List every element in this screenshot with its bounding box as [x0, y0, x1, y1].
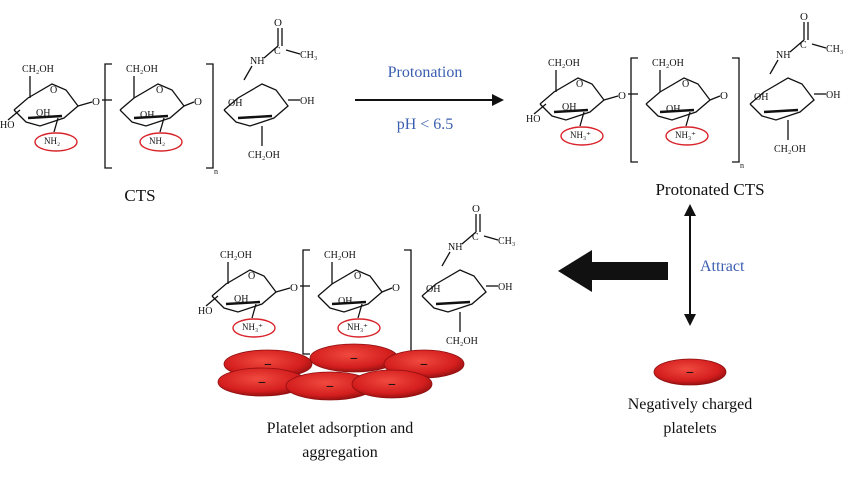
attract-label: Attract	[700, 258, 745, 275]
adsorbed-cts-o-ring-1: O	[248, 271, 255, 282]
aggregation-arrow-shaft	[588, 262, 668, 280]
adsorbed-cts-o-link-1: O	[290, 282, 298, 294]
platelet-2-charge: −	[350, 352, 358, 367]
protonated-cts-label: Protonated CTS	[655, 180, 765, 199]
adsorbed-cts-ch3: CH₃	[498, 236, 515, 247]
protonated-cts-oh-1: OH	[562, 102, 576, 113]
adsorbed-cts-o-link-2: O	[392, 282, 400, 294]
protonated-cts-ch3: CH₃	[826, 44, 843, 55]
cts-oh-1: OH	[36, 108, 50, 119]
protonated-cts-amine-2: NH₃⁺	[675, 130, 696, 140]
protonation-label: Protonation	[387, 64, 463, 81]
cts-bracket-right	[206, 63, 214, 169]
cts-oh-4: OH	[300, 96, 314, 107]
protonated-cts-oh-2: OH	[666, 104, 680, 115]
protonated-cts-ho: HO	[526, 114, 540, 125]
protonated-cts-o-ring-1: O	[576, 79, 583, 90]
adsorbed-cts-amine-highlight-2	[337, 318, 381, 338]
cts-repeat-n: n	[214, 167, 218, 176]
cts-carbonyl-o: O	[274, 17, 282, 29]
cts-bracket-left	[104, 63, 112, 169]
ph-label: pH < 6.5	[396, 116, 454, 133]
cts-ch2oh-2: CH₂OH	[126, 64, 158, 75]
adsorbed-cts-nh: NH	[448, 242, 462, 253]
cts-amine-highlight-2	[139, 132, 183, 152]
adsorbed-cts-bracket-right	[404, 249, 412, 355]
negatively-charged-label-line1: Negatively charged	[627, 396, 753, 413]
adsorbed-cts-ch2oh-3: CH₂OH	[446, 336, 478, 347]
aggregation-arrow-head	[558, 250, 592, 292]
cts-carbonyl-c: C	[274, 46, 281, 57]
protonated-cts-ch2oh-1: CH₂OH	[548, 58, 580, 69]
protonated-cts-ch2oh-2: CH₂OH	[652, 58, 684, 69]
cts-amine-highlight-1	[34, 132, 78, 152]
platelet-1-charge: −	[264, 358, 272, 373]
cts-o-ring-2: O	[156, 85, 163, 96]
cts-o-link-2: O	[194, 96, 202, 108]
cts-amine-2: NH₂	[149, 136, 165, 146]
adsorbed-cts-o-ring-2: O	[354, 271, 361, 282]
adsorbed-cts-structure: CH₂OHOHOOHNH₃⁺OCH₂OHOOHNH₃⁺OnNHOCCH₃OHOH…	[198, 203, 515, 362]
cts-nh: NH	[250, 56, 264, 67]
platelet-4-charge: −	[258, 376, 266, 391]
protonated-cts-carbonyl-c: C	[800, 40, 807, 51]
protonated-cts-carbonyl-o: O	[800, 11, 808, 23]
cts-ch2oh-3: CH₂OH	[248, 150, 280, 161]
attract-arrow-head-down	[684, 314, 696, 326]
platelet-3-charge: −	[420, 358, 428, 373]
platelet-6-charge: −	[388, 378, 396, 393]
free-platelet	[653, 358, 727, 386]
protonated-cts-o-ring-2: O	[682, 79, 689, 90]
platelet-5-charge: −	[326, 380, 334, 395]
protonated-cts-amine-1: NH₃⁺	[570, 130, 591, 140]
protonation-arrow-head	[492, 94, 504, 106]
aggregation-label-line1: Platelet adsorption and	[266, 420, 414, 437]
adsorbed-cts-amine-1: NH₃⁺	[242, 322, 263, 332]
cts-oh-3: OH	[228, 98, 242, 109]
protonated-cts-amine-highlight-2	[665, 126, 709, 146]
cts-o-ring-1: O	[50, 85, 57, 96]
adsorbed-cts-oh-2: OH	[338, 296, 352, 307]
adsorbed-cts-amine-highlight-1	[232, 318, 276, 338]
adsorbed-cts-oh-4: OH	[498, 282, 512, 293]
protonated-cts-repeat-n: n	[740, 161, 744, 170]
adsorbed-cts-ch2oh-1: CH₂OH	[220, 250, 252, 261]
protonated-cts-o-link-2: O	[720, 90, 728, 102]
free-platelet-charge: −	[686, 366, 694, 381]
protonated-cts-nh: NH	[776, 50, 790, 61]
protonated-cts-structure: CH₂OH O HO OH NH₃⁺ O CH₂OH O OH NH₃⁺ On NH O C CH₃ OH OH…	[526, 11, 843, 170]
protonated-cts-bracket-right	[732, 57, 740, 163]
cts-ch2oh-1: CH₂OH	[22, 64, 54, 75]
adsorbed-cts-carbonyl-c: C	[472, 232, 479, 243]
cts-ch3: CH₃	[300, 50, 317, 61]
cts-amine-1: NH₂	[44, 136, 60, 146]
adsorbed-cts-ch2oh-2: CH₂OH	[324, 250, 356, 261]
protonated-cts-amine-highlight-1	[560, 126, 604, 146]
protonated-cts-bracket-left	[630, 57, 638, 163]
cts-label: CTS	[124, 186, 156, 205]
protonated-cts-o-link-1: O	[618, 90, 626, 102]
platelet-6	[351, 369, 433, 399]
adsorbed-cts-amine-2: NH₃⁺	[347, 322, 368, 332]
adsorbed-cts-bracket-left	[302, 249, 310, 355]
protonated-cts-oh-4: OH	[826, 90, 840, 101]
cts-oh-2: OH	[140, 110, 154, 121]
aggregation-label-line2: aggregation	[302, 444, 378, 461]
adsorbed-cts-oh-3: OH	[426, 284, 440, 295]
cts-structure: CH₂OH O HO OH NH₂ O CH₂OH O OH NH₂ On NH O C CH₃ OH OH CH…	[0, 17, 317, 176]
adsorbed-cts-carbonyl-o: O	[472, 203, 480, 215]
adsorbed-cts-ho: HO	[198, 306, 212, 317]
adsorbed-cts-oh-1: OH	[234, 294, 248, 305]
cts-ho: HO	[0, 120, 14, 131]
protonated-cts-oh-3: OH	[754, 92, 768, 103]
protonated-cts-ch2oh-3: CH₂OH	[774, 144, 806, 155]
cts-o-link-1: O	[92, 96, 100, 108]
attract-arrow-head-up	[684, 204, 696, 216]
negatively-charged-label-line2: platelets	[663, 420, 717, 437]
